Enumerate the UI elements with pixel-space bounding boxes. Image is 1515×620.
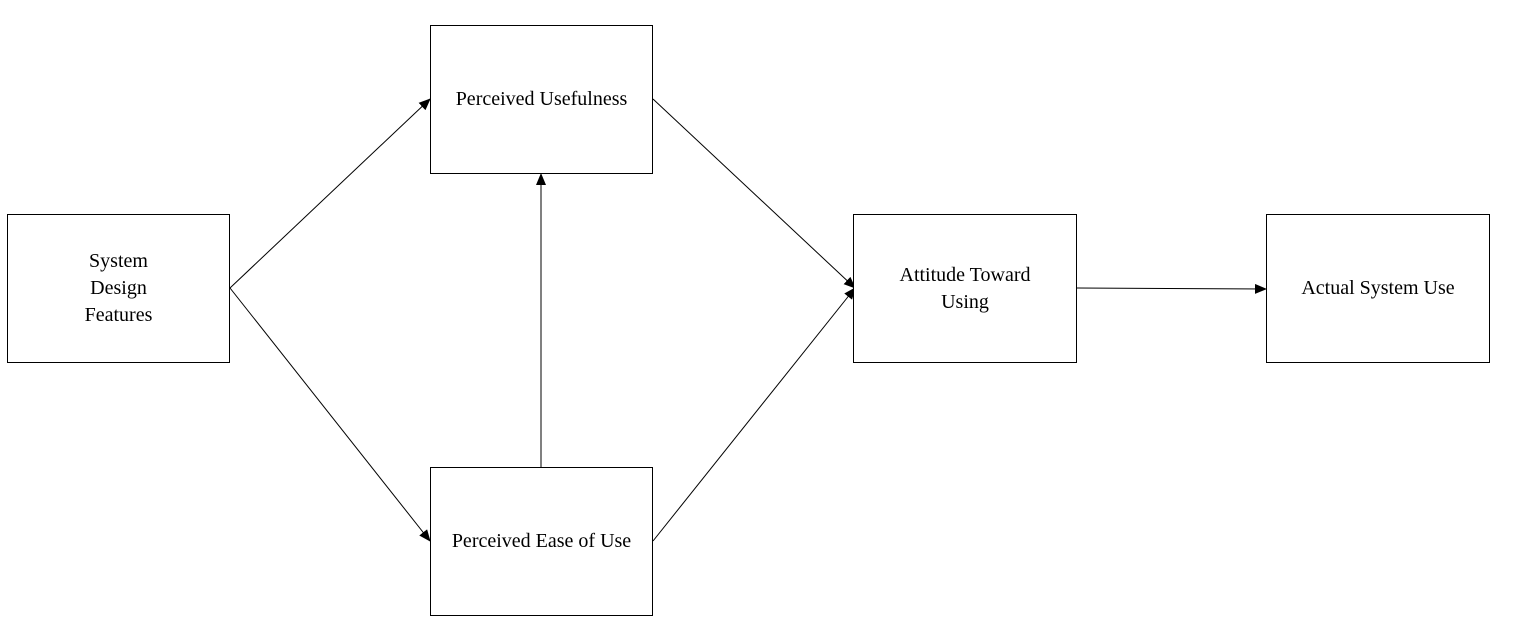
node-perceived-ease-of-use: Perceived Ease of Use [430, 467, 653, 616]
node-system-design-features: System Design Features [7, 214, 230, 363]
node-actual-system-use: Actual System Use [1266, 214, 1490, 363]
node-attitude-toward-using: Attitude Toward Using [853, 214, 1077, 363]
node-label: Perceived Usefulness [455, 88, 628, 110]
node-label: Perceived Ease of Use [451, 530, 632, 552]
arrow-sdf-to-peou [229, 287, 431, 542]
arrow-peou-to-att [652, 287, 856, 542]
node-perceived-usefulness: Perceived Usefulness [430, 25, 653, 174]
arrow-sdf-to-pu [229, 98, 431, 289]
node-label: Actual System Use [1301, 277, 1455, 299]
node-label: Attitude Toward Using [899, 263, 1031, 313]
node-label: System Design Features [84, 250, 153, 326]
arrow-att-to-asu [1076, 283, 1267, 294]
arrow-pu-to-att [652, 98, 856, 289]
